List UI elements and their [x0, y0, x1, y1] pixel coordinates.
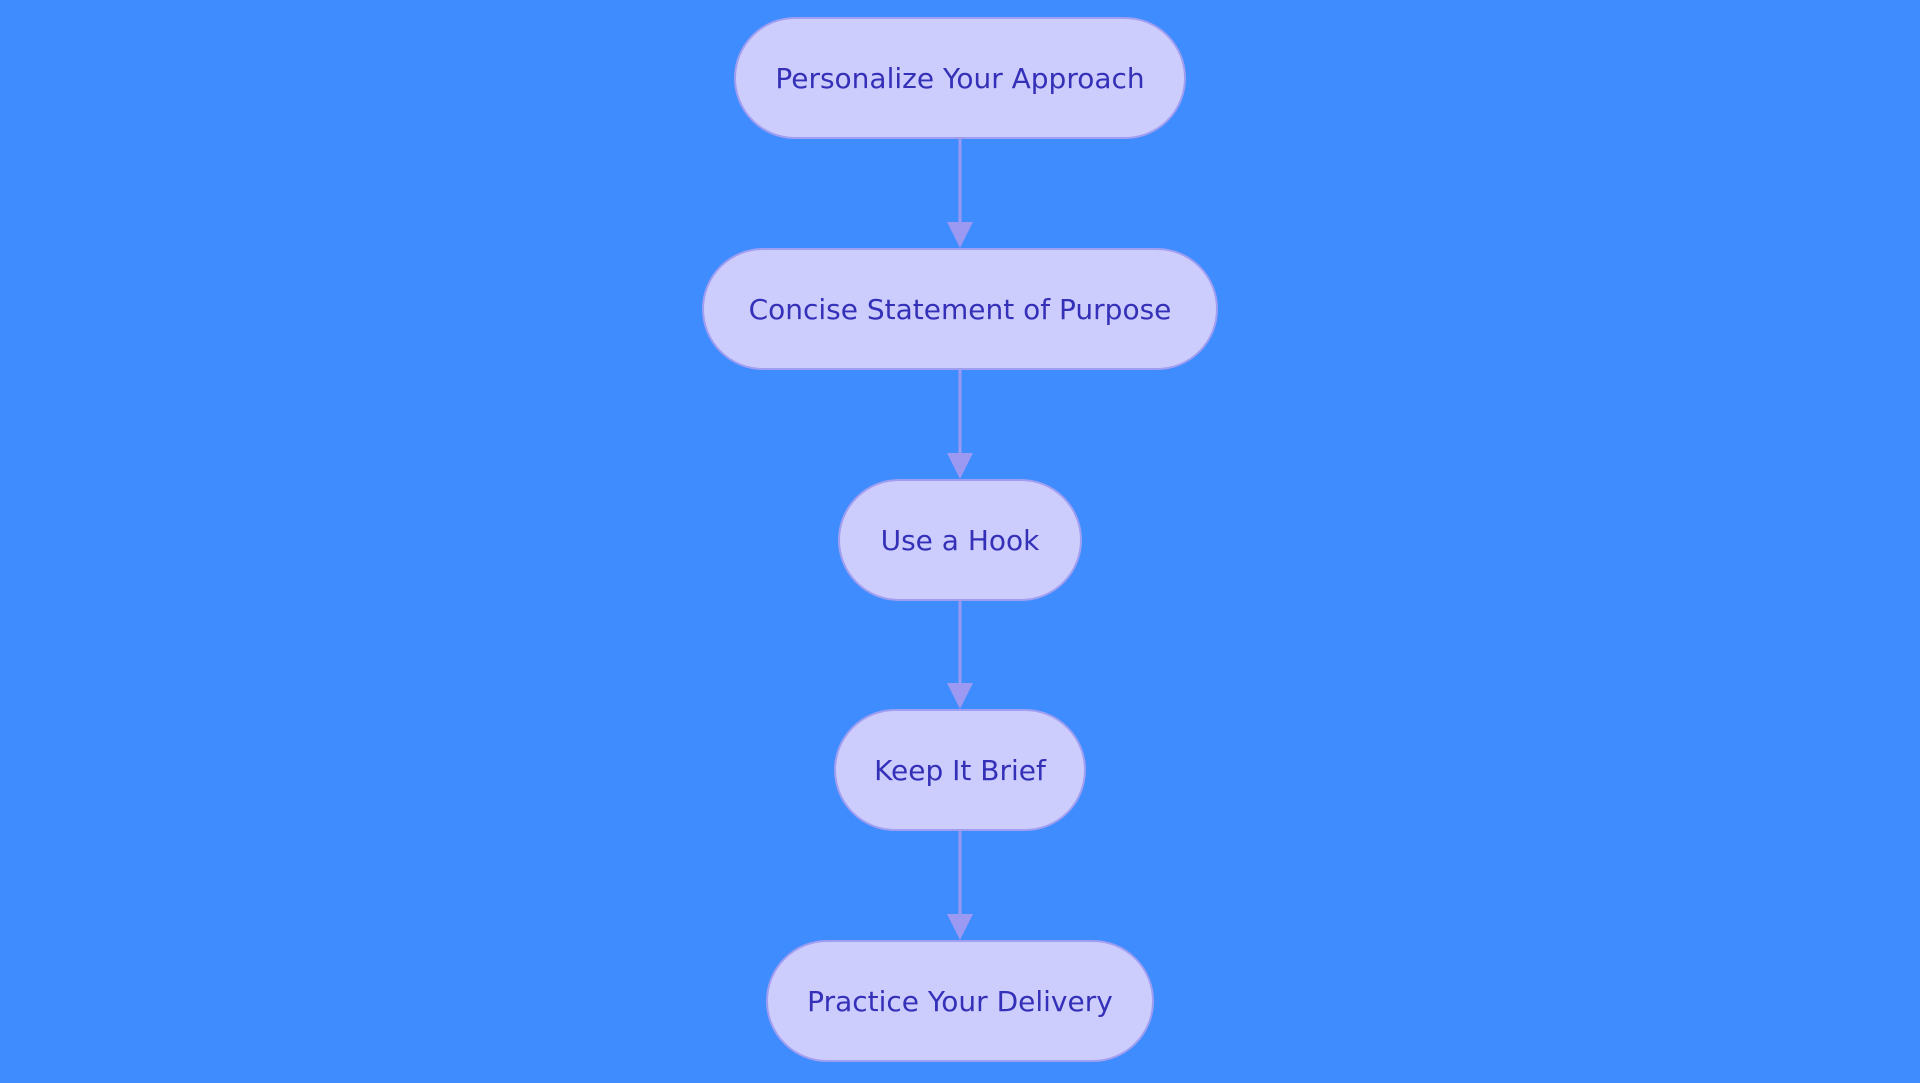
arrowhead-step-5 — [947, 914, 973, 940]
step-label: Keep It Brief — [874, 753, 1046, 787]
arrowhead-step-3 — [947, 453, 973, 479]
arrowhead-step-2 — [947, 222, 973, 248]
step-keep-it-brief: Keep It Brief — [834, 709, 1086, 831]
step-label: Use a Hook — [880, 523, 1040, 557]
arrowhead-step-4 — [947, 683, 973, 709]
step-practice-your-delivery: Practice Your Delivery — [766, 940, 1154, 1062]
step-label: Practice Your Delivery — [807, 984, 1113, 1018]
step-use-a-hook: Use a Hook — [838, 479, 1082, 601]
step-concise-statement-of-purpose: Concise Statement of Purpose — [702, 248, 1218, 370]
step-personalize-your-approach: Personalize Your Approach — [734, 17, 1186, 139]
step-label: Concise Statement of Purpose — [748, 292, 1172, 326]
step-label: Personalize Your Approach — [775, 61, 1145, 95]
